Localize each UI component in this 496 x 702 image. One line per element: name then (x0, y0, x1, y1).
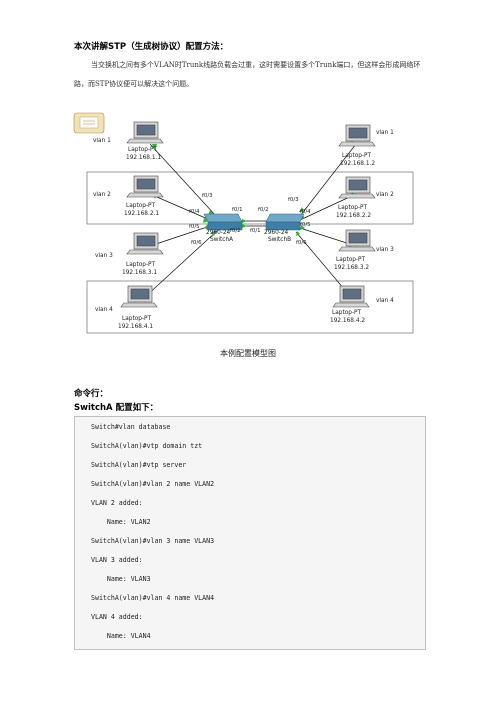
left-laptop-model-4: Laptop-PT (122, 316, 152, 322)
link-status-markers (147, 140, 354, 300)
port-label: f0/1 (250, 228, 261, 234)
right-laptop-model-4: Laptop-PT (332, 310, 362, 316)
port-label: f0/6 (296, 240, 307, 246)
left-vlan-label-4: vlan 4 (95, 307, 113, 313)
right-vlan-label-3: vlan 3 (376, 247, 394, 253)
left-laptop-model-3: Laptop-PT (126, 262, 156, 268)
port-label: f0/5 (300, 222, 311, 228)
switch-b-name: SwitchB (268, 237, 291, 243)
port-label: f0/2 (258, 207, 269, 213)
port-label: f0/1 (232, 207, 243, 213)
port-label: f0/3 (288, 197, 299, 203)
switch-a-name: SwitchA (210, 237, 233, 243)
right-laptop-model-1: Laptop-PT (342, 153, 372, 159)
right-vlan-label-4: vlan 4 (376, 298, 394, 304)
code-block: Switch#vlan database SwitchA(vlan)#vtp d… (74, 416, 426, 650)
code-line: Switch#vlan database (91, 423, 171, 431)
command-line-heading: 命令行： (74, 389, 109, 399)
switch-b-model: 2960-24 (264, 230, 289, 236)
vlan4-group-box (86, 280, 414, 334)
right-laptop-model-3: Laptop-PT (336, 257, 366, 263)
intro-paragraph: 当交换机之间有多个VLAN时Trunk线路负载会过重，这时需要设置多个Trunk… (74, 61, 421, 88)
code-line: VLAN 3 added: (91, 556, 143, 564)
port-label: f0/4 (189, 209, 200, 215)
left-vlan-label-2: vlan 2 (93, 192, 111, 198)
left-vlan-label-3: vlan 3 (95, 253, 113, 259)
code-line: SwitchA(vlan)#vlan 3 name VLAN3 (91, 537, 215, 545)
right-vlan-label-2: vlan 2 (376, 192, 394, 198)
right-vlan-label-1: vlan 1 (376, 130, 394, 136)
laptop-icon (120, 121, 376, 308)
code-line: SwitchA(vlan)#vlan 4 name VLAN4 (91, 594, 215, 602)
port-label: f0/5 (189, 224, 200, 230)
note-icon (73, 112, 105, 134)
port-label: f0/3 (202, 193, 213, 199)
code-line: Name: VLAN2 (91, 518, 151, 526)
left-laptop-ip-1: 192.168.1.1 (126, 155, 161, 161)
link-lines (144, 143, 357, 298)
right-laptop-ip-1: 192.168.1.2 (340, 161, 375, 167)
right-laptop-ip-3: 192.168.3.2 (334, 265, 369, 271)
port-label: f0/4 (300, 209, 311, 215)
left-laptop-model-2: Laptop-PT (126, 203, 156, 209)
left-laptop-ip-2: 192.168.2.1 (124, 211, 159, 217)
vlan2-group-box (86, 171, 414, 225)
code-line: Name: VLAN4 (91, 632, 151, 640)
right-laptop-model-2: Laptop-PT (338, 205, 368, 211)
left-laptop-ip-3: 192.168.3.1 (122, 270, 157, 276)
code-line: SwitchA(vlan)#vtp domain tzt (91, 442, 203, 450)
code-line: VLAN 2 added: (91, 499, 143, 507)
code-line: VLAN 4 added: (91, 613, 143, 621)
port-label: f0/2 (230, 228, 241, 234)
switch-b (265, 213, 305, 231)
left-laptop-model-1: Laptop-PT (128, 147, 158, 153)
port-label: f0/6 (191, 240, 202, 246)
code-line: Name: VLAN3 (91, 575, 151, 583)
code-line: SwitchA(vlan)#vlan 2 name VLAN2 (91, 480, 215, 488)
switch-a-model: 2960-24 (206, 230, 231, 236)
right-laptop-ip-4: 192.168.4.2 (330, 318, 365, 324)
code-line: SwitchA(vlan)#vtp server (91, 461, 187, 469)
switch-a (203, 213, 243, 231)
switcha-config-heading: SwitchA 配置如下： (74, 403, 159, 413)
page-heading: 本次讲解STP（生成树协议）配置方法： (74, 42, 229, 52)
left-vlan-label-1: vlan 1 (93, 138, 111, 144)
figure-caption: 本例配置模型图 (220, 349, 276, 358)
left-laptop-ip-4: 192.168.4.1 (118, 324, 153, 330)
right-laptop-ip-2: 192.168.2.2 (336, 213, 371, 219)
